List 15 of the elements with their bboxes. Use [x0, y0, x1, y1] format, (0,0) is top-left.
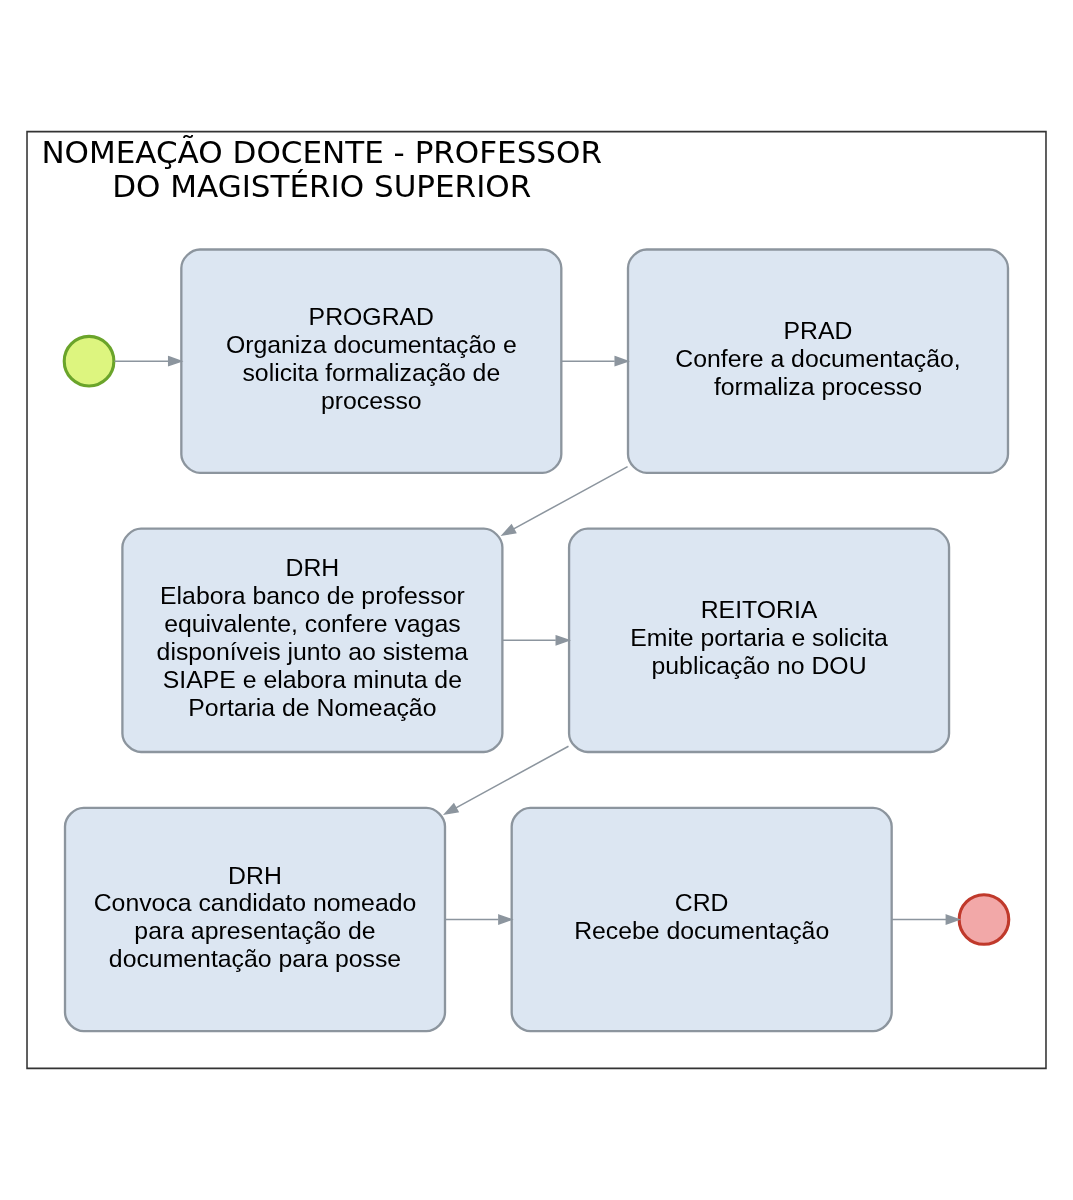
node-box: DRH Elabora banco de professor equivalente, confere vagas disponíveis junto ao sistema SIAPE e elabora minuta de Portaria de Nomeação — [121, 527, 504, 754]
arrow — [442, 745, 570, 815]
arrow — [500, 465, 629, 536]
node-box: DRH Convoca candidato nomeado para apresentação de documentação para posse — [63, 806, 447, 1033]
arrow — [501, 634, 572, 646]
node-box: PROGRAD Organiza documentação e solicita formalização de processo — [180, 248, 563, 474]
node-circle — [62, 334, 116, 388]
arrow — [444, 914, 514, 925]
node-box: CRD Recebe documentação — [510, 806, 893, 1033]
node-box: REITORIA Emite portaria e solicita publicação no DOU — [567, 527, 951, 754]
arrow — [113, 355, 184, 367]
node-circle — [957, 893, 1011, 946]
node-box: PRAD Confere a documentação, formaliza processo — [626, 248, 1010, 474]
arrow — [560, 355, 630, 367]
arrow — [891, 914, 962, 925]
